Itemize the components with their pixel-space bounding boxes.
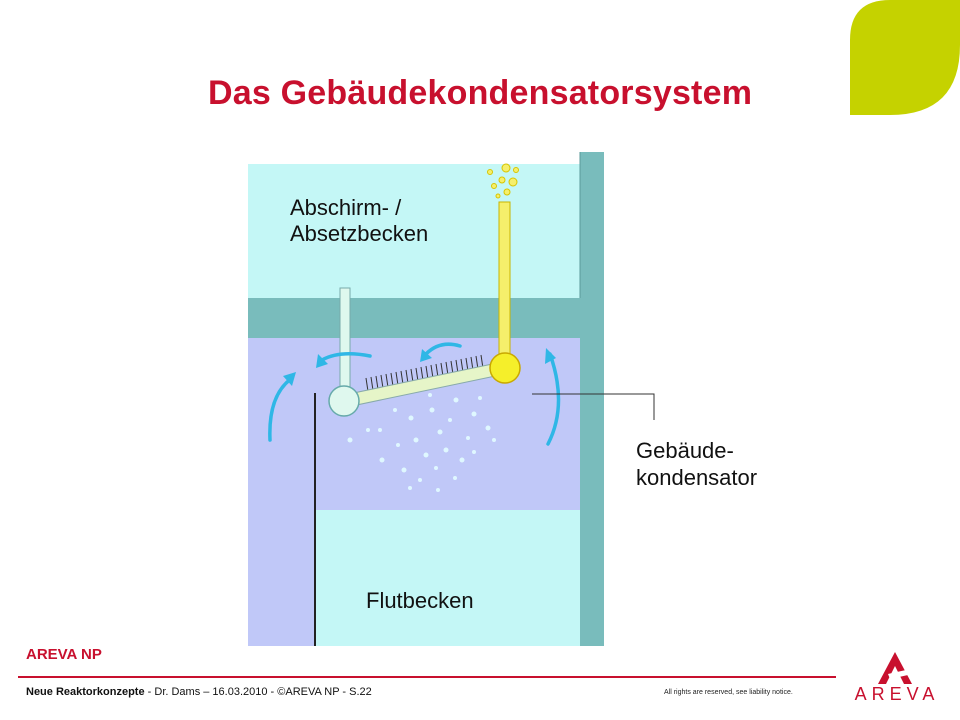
flow-arrow-left — [268, 376, 294, 442]
left-riser-pipe — [339, 287, 351, 393]
flow-arrow-top-right — [424, 342, 462, 356]
footer-details: - Dr. Dams – 16.03.2010 - ©AREVA NP - S.… — [144, 686, 372, 698]
footer-presentation: Neue Reaktorkonzepte — [26, 686, 145, 698]
flood-pool — [316, 510, 580, 646]
slide-title: Das Gebäudekondensatorsystem — [208, 74, 753, 112]
yellow-riser-pipe — [498, 201, 511, 367]
label-condenser-line2: kondensator — [636, 465, 757, 490]
flow-arrow-top-left — [320, 352, 372, 362]
footer-rule — [18, 676, 836, 678]
areva-logo-icon — [878, 652, 912, 684]
water-bubbles — [347, 393, 496, 492]
label-flood-pool: Flutbecken — [366, 588, 474, 613]
flow-arrows — [268, 342, 561, 446]
vent-bubbles — [487, 163, 519, 199]
upper-header — [489, 352, 521, 384]
flow-arrow-heads — [283, 348, 556, 386]
label-upper-pool-line1: Abschirm- / — [290, 195, 402, 220]
label-condenser-line1: Gebäude- — [636, 438, 734, 463]
right-wall — [580, 152, 604, 646]
upper-pool — [248, 164, 580, 298]
label-upper-pool-line2: Absetzbecken — [290, 221, 428, 246]
areva-logo-text: AREVA — [854, 684, 940, 704]
footer-company: AREVA NP — [26, 646, 102, 663]
footer-citation: Neue Reaktorkonzepte - Dr. Dams – 16.03.… — [26, 686, 372, 698]
flow-arrow-right — [546, 352, 561, 446]
corner-leaf-decoration — [850, 0, 960, 115]
footer-rights: All rights are reserved, see liability n… — [664, 689, 793, 696]
condenser-leader-line — [532, 393, 655, 420]
divider-slab — [248, 298, 580, 338]
lower-header — [328, 385, 360, 417]
